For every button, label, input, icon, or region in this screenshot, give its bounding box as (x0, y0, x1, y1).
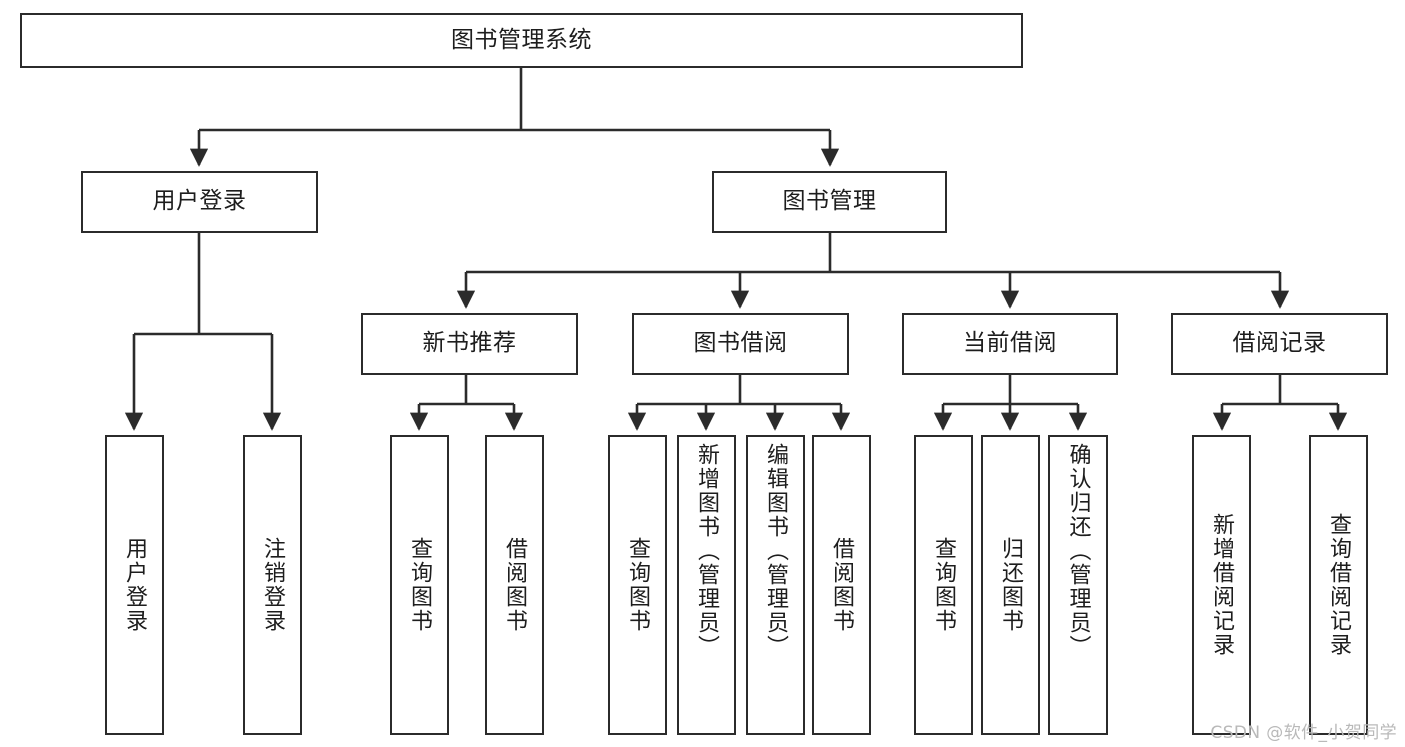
node-label: 借阅图书 (502, 537, 528, 633)
node-label: 查询借阅记录 (1326, 513, 1352, 657)
leaf-return-book[interactable]: 归还图书 (981, 435, 1040, 735)
node-label: 归还图书 (998, 537, 1024, 633)
leaf-add-book-admin[interactable]: 新增图书（管理员） (677, 435, 736, 735)
node-label: 查询图书 (407, 537, 433, 633)
node-label: 新增图书（管理员） (694, 443, 720, 659)
node-label: 查询图书 (625, 537, 651, 633)
node-user-login[interactable]: 用户登录 (81, 171, 318, 233)
node-label: 新增借阅记录 (1209, 513, 1235, 657)
node-label: 注销登录 (260, 537, 286, 633)
leaf-add-borrow-record[interactable]: 新增借阅记录 (1192, 435, 1251, 735)
node-book-borrowing[interactable]: 图书借阅 (632, 313, 849, 375)
leaf-borrow-book-recommendation[interactable]: 借阅图书 (485, 435, 544, 735)
leaf-query-borrow-record[interactable]: 查询借阅记录 (1309, 435, 1368, 735)
leaf-confirm-return-admin[interactable]: 确认归还（管理员） (1048, 435, 1108, 735)
leaf-logout[interactable]: 注销登录 (243, 435, 302, 735)
node-root-book-management-system[interactable]: 图书管理系统 (20, 13, 1023, 68)
node-label: 图书管理系统 (451, 26, 592, 53)
csdn-watermark: CSDN @软件_小贺同学 (1210, 723, 1397, 743)
node-new-book-recommendation[interactable]: 新书推荐 (361, 313, 578, 375)
node-label: 用户登录 (122, 537, 148, 633)
leaf-user-login[interactable]: 用户登录 (105, 435, 164, 735)
leaf-query-book-borrowing[interactable]: 查询图书 (608, 435, 667, 735)
node-label: 用户登录 (152, 188, 247, 215)
leaf-borrow-book-borrowing[interactable]: 借阅图书 (812, 435, 871, 735)
node-label: 借阅图书 (829, 537, 855, 633)
node-label: 新书推荐 (422, 330, 517, 357)
node-current-borrowing[interactable]: 当前借阅 (902, 313, 1118, 375)
node-label: 编辑图书（管理员） (763, 443, 789, 659)
node-borrowing-record[interactable]: 借阅记录 (1171, 313, 1388, 375)
node-label: 图书借阅 (693, 330, 788, 357)
node-label: 确认归还（管理员） (1065, 443, 1091, 659)
node-book-management[interactable]: 图书管理 (712, 171, 947, 233)
node-label: 当前借阅 (963, 330, 1057, 357)
node-label: 借阅记录 (1232, 330, 1327, 357)
node-label: 查询图书 (931, 537, 957, 633)
node-label: 图书管理 (782, 188, 877, 215)
leaf-edit-book-admin[interactable]: 编辑图书（管理员） (746, 435, 805, 735)
leaf-query-book-recommendation[interactable]: 查询图书 (390, 435, 449, 735)
leaf-query-book-current[interactable]: 查询图书 (914, 435, 973, 735)
